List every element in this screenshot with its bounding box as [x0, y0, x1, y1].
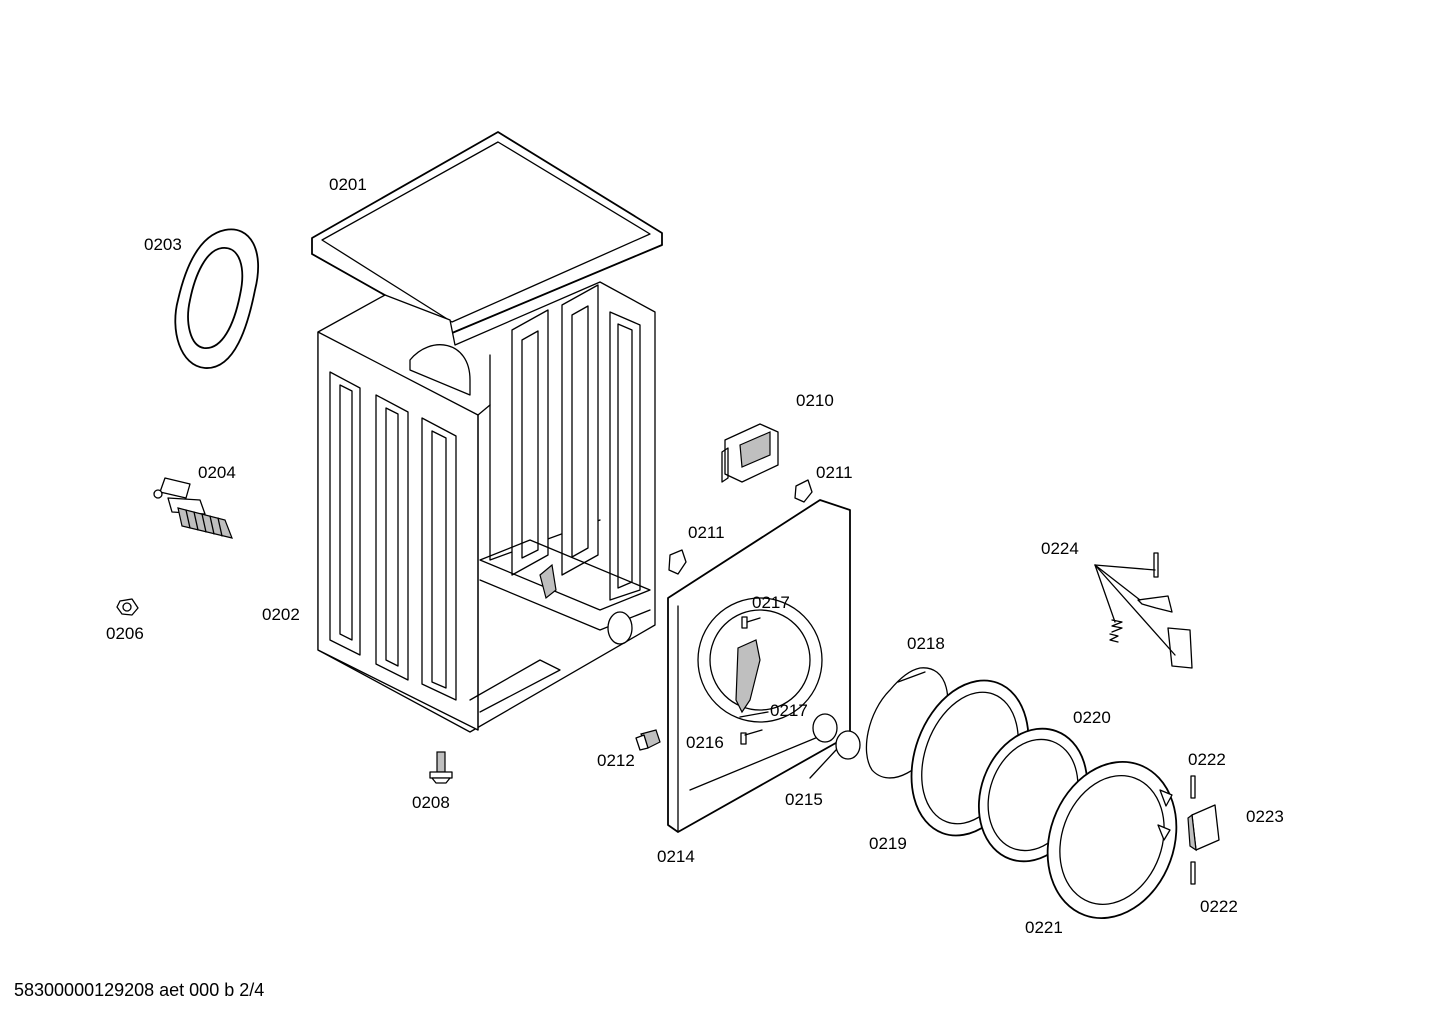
label-0224: 0224	[1041, 539, 1079, 558]
part-0221-outer-ring	[1046, 760, 1178, 920]
label-0216: 0216	[686, 733, 724, 752]
label-0211-right: 0211	[816, 463, 853, 482]
part-0217-pin-top	[741, 616, 748, 629]
part-0203-rear-gasket	[174, 228, 260, 369]
label-0201: 0201	[329, 175, 367, 194]
part-0212	[635, 729, 661, 751]
label-0222-bottom: 0222	[1200, 897, 1238, 916]
label-0223: 0223	[1246, 807, 1284, 826]
part-0217-pin-bottom	[740, 732, 747, 745]
label-0204: 0204	[198, 463, 236, 482]
label-0206: 0206	[106, 624, 144, 643]
label-0210: 0210	[796, 391, 834, 410]
part-0222-pin-top	[1190, 775, 1196, 799]
label-0203: 0203	[144, 235, 182, 254]
part-0222-pin-bottom	[1190, 861, 1196, 885]
leader-lines	[739, 617, 769, 736]
part-0224-latch-set	[1094, 552, 1193, 669]
label-0211-left: 0211	[688, 523, 725, 542]
part-0204	[153, 477, 233, 539]
label-0212: 0212	[597, 751, 635, 770]
part-0215	[809, 730, 861, 779]
part-0223	[1187, 804, 1220, 852]
label-0218: 0218	[907, 634, 945, 653]
document-id-footer: 58300000129208 aet 000 b 2/4	[14, 980, 265, 1000]
part-0211-hinge-right	[794, 479, 813, 503]
label-0217-top: 0217	[752, 593, 790, 612]
part-0208	[429, 751, 453, 784]
part-0206	[116, 598, 139, 616]
label-0220: 0220	[1073, 708, 1111, 727]
part-0211-hinge-left	[668, 549, 687, 575]
label-0219: 0219	[869, 834, 907, 853]
label-0202: 0202	[262, 605, 300, 624]
label-0221: 0221	[1025, 918, 1063, 937]
label-0215: 0215	[785, 790, 823, 809]
part-0210-door-lock	[721, 423, 779, 483]
part-0214-front-panel	[667, 499, 851, 833]
part-0202-cabinet	[317, 281, 656, 733]
label-0222-top: 0222	[1188, 750, 1226, 769]
label-0214: 0214	[657, 847, 695, 866]
label-0208: 0208	[412, 793, 450, 812]
label-0217-bottom: 0217	[770, 701, 808, 720]
